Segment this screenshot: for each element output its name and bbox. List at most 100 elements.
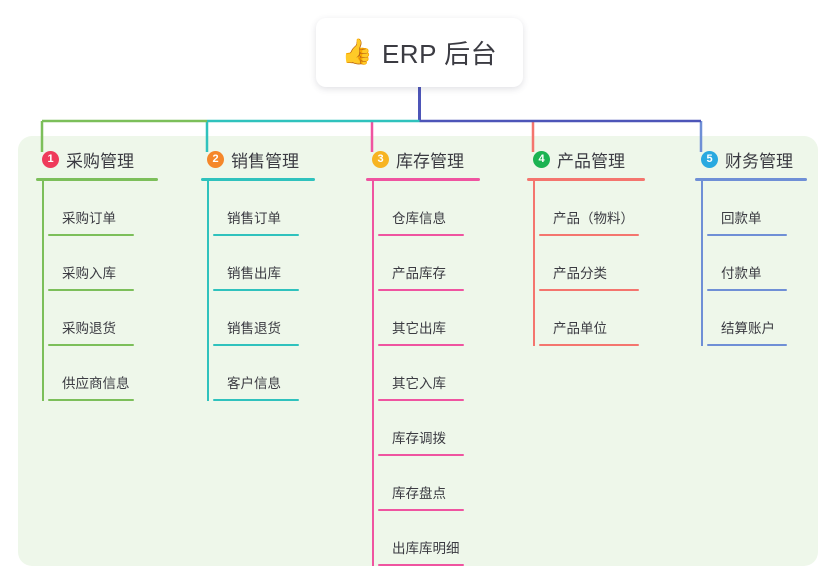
leaf-item[interactable]: 其它出库	[378, 291, 480, 346]
branch-items-3: 仓库信息产品库存其它出库其它入库库存调拨库存盘点出库库明细	[366, 181, 480, 566]
leaf-item[interactable]: 产品（物料）	[539, 181, 645, 236]
branch-header-4[interactable]: 4 产品管理	[527, 146, 645, 172]
leaf-item-label: 销售订单	[227, 211, 281, 226]
leaf-item[interactable]: 产品单位	[539, 291, 645, 346]
leaf-item-rule	[213, 344, 299, 346]
leaf-item-rule	[378, 344, 464, 346]
leaf-item-label: 结算账户	[721, 321, 775, 336]
leaf-item[interactable]: 供应商信息	[48, 346, 158, 401]
branch-title-3: 库存管理	[396, 151, 464, 171]
root-title: ERP 后台	[381, 39, 498, 69]
leaf-item-label: 产品（物料）	[553, 211, 634, 226]
branch-heading-rule-2	[201, 178, 315, 181]
leaf-item-rule	[378, 509, 464, 511]
branch-header-5[interactable]: 5 财务管理	[695, 146, 807, 172]
leaf-item[interactable]: 库存盘点	[378, 456, 480, 511]
leaf-item-label: 销售出库	[227, 266, 281, 281]
leaf-item[interactable]: 客户信息	[213, 346, 315, 401]
leaf-item-rule	[213, 234, 299, 236]
leaf-item-rule	[539, 234, 639, 236]
branch-heading-rule-1	[36, 178, 158, 181]
leaf-item-label: 客户信息	[227, 376, 281, 391]
leaf-item-rule	[213, 399, 299, 401]
branch-badge-5: 5	[701, 150, 718, 168]
leaf-item-rule	[48, 344, 134, 346]
leaf-item[interactable]: 其它入库	[378, 346, 480, 401]
branch-heading-rule-3	[366, 178, 480, 181]
branch-title-1: 采购管理	[66, 151, 134, 171]
branch-header-1[interactable]: 1 采购管理	[36, 146, 158, 172]
leaf-item-label: 库存调拨	[392, 431, 446, 446]
leaf-item-label: 仓库信息	[392, 211, 446, 226]
leaf-item-label: 回款单	[721, 211, 762, 226]
branch-column-3: 3 库存管理仓库信息产品库存其它出库其它入库库存调拨库存盘点出库库明细	[366, 146, 480, 566]
leaf-item-rule	[378, 399, 464, 401]
leaf-item-rule	[378, 564, 464, 566]
branch-heading-rule-4	[527, 178, 645, 181]
leaf-item-rule	[213, 289, 299, 291]
leaf-item[interactable]: 出库库明细	[378, 511, 480, 566]
branch-spine-2	[207, 181, 209, 401]
leaf-item-rule	[48, 399, 134, 401]
thumbs-up-icon: 👍	[341, 38, 373, 66]
leaf-item[interactable]: 采购订单	[48, 181, 158, 236]
leaf-item-rule	[707, 234, 787, 236]
branch-spine-3	[372, 181, 374, 566]
leaf-item-label: 其它入库	[392, 376, 446, 391]
leaf-item-label: 其它出库	[392, 321, 446, 336]
branch-items-4: 产品（物料） 产品分类产品单位	[527, 181, 645, 346]
leaf-item[interactable]: 回款单	[707, 181, 807, 236]
branch-badge-1: 1	[42, 150, 59, 168]
leaf-item[interactable]: 仓库信息	[378, 181, 480, 236]
branch-column-5: 5 财务管理回款单付款单结算账户	[695, 146, 807, 346]
leaf-item-label: 库存盘点	[392, 486, 446, 501]
leaf-item-label: 产品单位	[553, 321, 607, 336]
leaf-item[interactable]: 付款单	[707, 236, 807, 291]
leaf-item[interactable]: 产品库存	[378, 236, 480, 291]
leaf-item-label: 产品分类	[553, 266, 607, 281]
leaf-item-rule	[48, 234, 134, 236]
leaf-item-label: 采购退货	[62, 321, 116, 336]
leaf-item-rule	[707, 289, 787, 291]
branch-heading-rule-5	[695, 178, 807, 181]
leaf-item-rule	[539, 344, 639, 346]
leaf-item-label: 出库库明细	[392, 541, 460, 556]
leaf-item[interactable]: 结算账户	[707, 291, 807, 346]
branch-spine-1	[42, 181, 44, 401]
leaf-item-label: 采购订单	[62, 211, 116, 226]
leaf-item[interactable]: 销售订单	[213, 181, 315, 236]
leaf-item[interactable]: 销售退货	[213, 291, 315, 346]
leaf-item-rule	[378, 234, 464, 236]
branch-title-4: 产品管理	[557, 151, 625, 171]
leaf-item[interactable]: 销售出库	[213, 236, 315, 291]
leaf-item[interactable]: 采购入库	[48, 236, 158, 291]
branch-items-2: 销售订单销售出库销售退货客户信息	[201, 181, 315, 401]
leaf-item[interactable]: 产品分类	[539, 236, 645, 291]
leaf-item[interactable]: 库存调拨	[378, 401, 480, 456]
leaf-item[interactable]: 采购退货	[48, 291, 158, 346]
branch-column-1: 1 采购管理采购订单采购入库采购退货供应商信息	[36, 146, 158, 401]
root-node[interactable]: 👍 ERP 后台	[316, 18, 523, 87]
branch-spine-5	[701, 181, 703, 346]
branch-items-5: 回款单付款单结算账户	[695, 181, 807, 346]
leaf-item-rule	[378, 289, 464, 291]
leaf-item-rule	[707, 344, 787, 346]
leaf-item-label: 付款单	[721, 266, 762, 281]
leaf-item-rule	[539, 289, 639, 291]
branch-badge-4: 4	[533, 150, 550, 168]
branch-badge-3: 3	[372, 150, 389, 168]
leaf-item-label: 供应商信息	[62, 376, 130, 391]
branch-badge-2: 2	[207, 150, 224, 168]
branch-header-3[interactable]: 3 库存管理	[366, 146, 480, 172]
branch-items-1: 采购订单采购入库采购退货供应商信息	[36, 181, 158, 401]
leaf-item-rule	[378, 454, 464, 456]
diagram-background-panel	[18, 136, 818, 566]
leaf-item-rule	[48, 289, 134, 291]
leaf-item-label: 产品库存	[392, 266, 446, 281]
leaf-item-label: 销售退货	[227, 321, 281, 336]
branch-column-4: 4 产品管理产品（物料） 产品分类产品单位	[527, 146, 645, 346]
branch-title-5: 财务管理	[725, 151, 793, 171]
